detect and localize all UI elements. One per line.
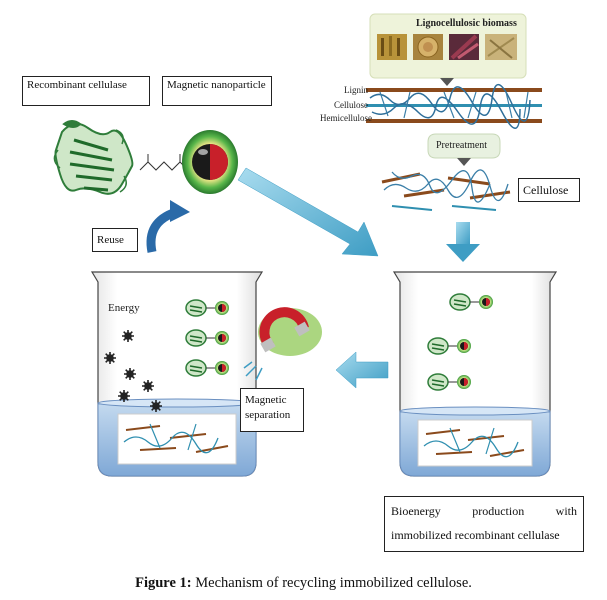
cellulose-fibers [381, 169, 511, 211]
pretreatment-label: Pretreatment [436, 140, 488, 151]
bioenergy-production-label: Bioenergy production with immobilized re… [384, 496, 584, 552]
linker-molecule [139, 154, 189, 171]
hemicellulose-label: Hemicellulose [320, 113, 372, 123]
reuse-text: Reuse [97, 234, 124, 246]
arrow-down-small-icon [457, 158, 471, 166]
left-beaker [90, 271, 264, 477]
lignocellulosic-biomass-title: Lignocellulosic biomass [416, 18, 517, 29]
lignin-label: Lignin [344, 85, 368, 95]
recombinant-cellulase-label: Recombinant cellulase [22, 76, 150, 106]
bioenergy-word-2: production [472, 504, 525, 518]
magnetic-nanoparticle-icon [182, 130, 238, 194]
lignocellulose-structure [366, 84, 542, 129]
left-arrow-icon [335, 351, 389, 389]
diagonal-arrow-icon [237, 167, 379, 257]
bioenergy-line-2: immobilized recombinant cellulase [391, 528, 560, 542]
immobilized-enzymes-left [185, 299, 229, 377]
energy-gear-icons [104, 330, 162, 412]
cellulase-protein-icon [53, 120, 134, 195]
cellulose-layer-label: Cellulose [334, 100, 368, 110]
cellulose-label: Cellulose [518, 178, 580, 202]
down-arrow-icon [446, 222, 480, 262]
cellulose-text: Cellulose [523, 183, 569, 197]
energy-label: Energy [108, 302, 140, 314]
magnetic-separation-text-1: Magnetic [245, 394, 287, 406]
arrow-down-small-icon [440, 78, 454, 86]
reuse-label: Reuse [92, 228, 138, 252]
magnetic-nanoparticle-text: Magnetic nanoparticle [167, 79, 266, 91]
magnetic-separation-label: Magnetic separation [240, 388, 304, 432]
lignocellulosic-biomass-panel [369, 13, 527, 79]
right-beaker [392, 271, 558, 477]
immobilized-enzymes-right [427, 293, 493, 391]
magnetic-nanoparticle-label: Magnetic nanoparticle [162, 76, 272, 106]
reuse-arrow-icon [146, 200, 190, 253]
recombinant-cellulase-text: Recombinant cellulase [27, 79, 127, 91]
magnetic-separation-text-2: separation [245, 409, 291, 421]
figure-caption: Figure 1: Mechanism of recycling immobil… [0, 575, 607, 592]
caption-prefix: Figure 1: [135, 575, 192, 591]
pretreatment-bubble [427, 133, 501, 159]
caption-text: Mechanism of recycling immobilized cellu… [191, 575, 472, 591]
bioenergy-word-3: with [555, 504, 577, 518]
magnet-icon [243, 307, 322, 381]
bioenergy-word-1: Bioenergy [391, 504, 441, 518]
bioenergy-line-1: Bioenergy production with [391, 503, 577, 519]
